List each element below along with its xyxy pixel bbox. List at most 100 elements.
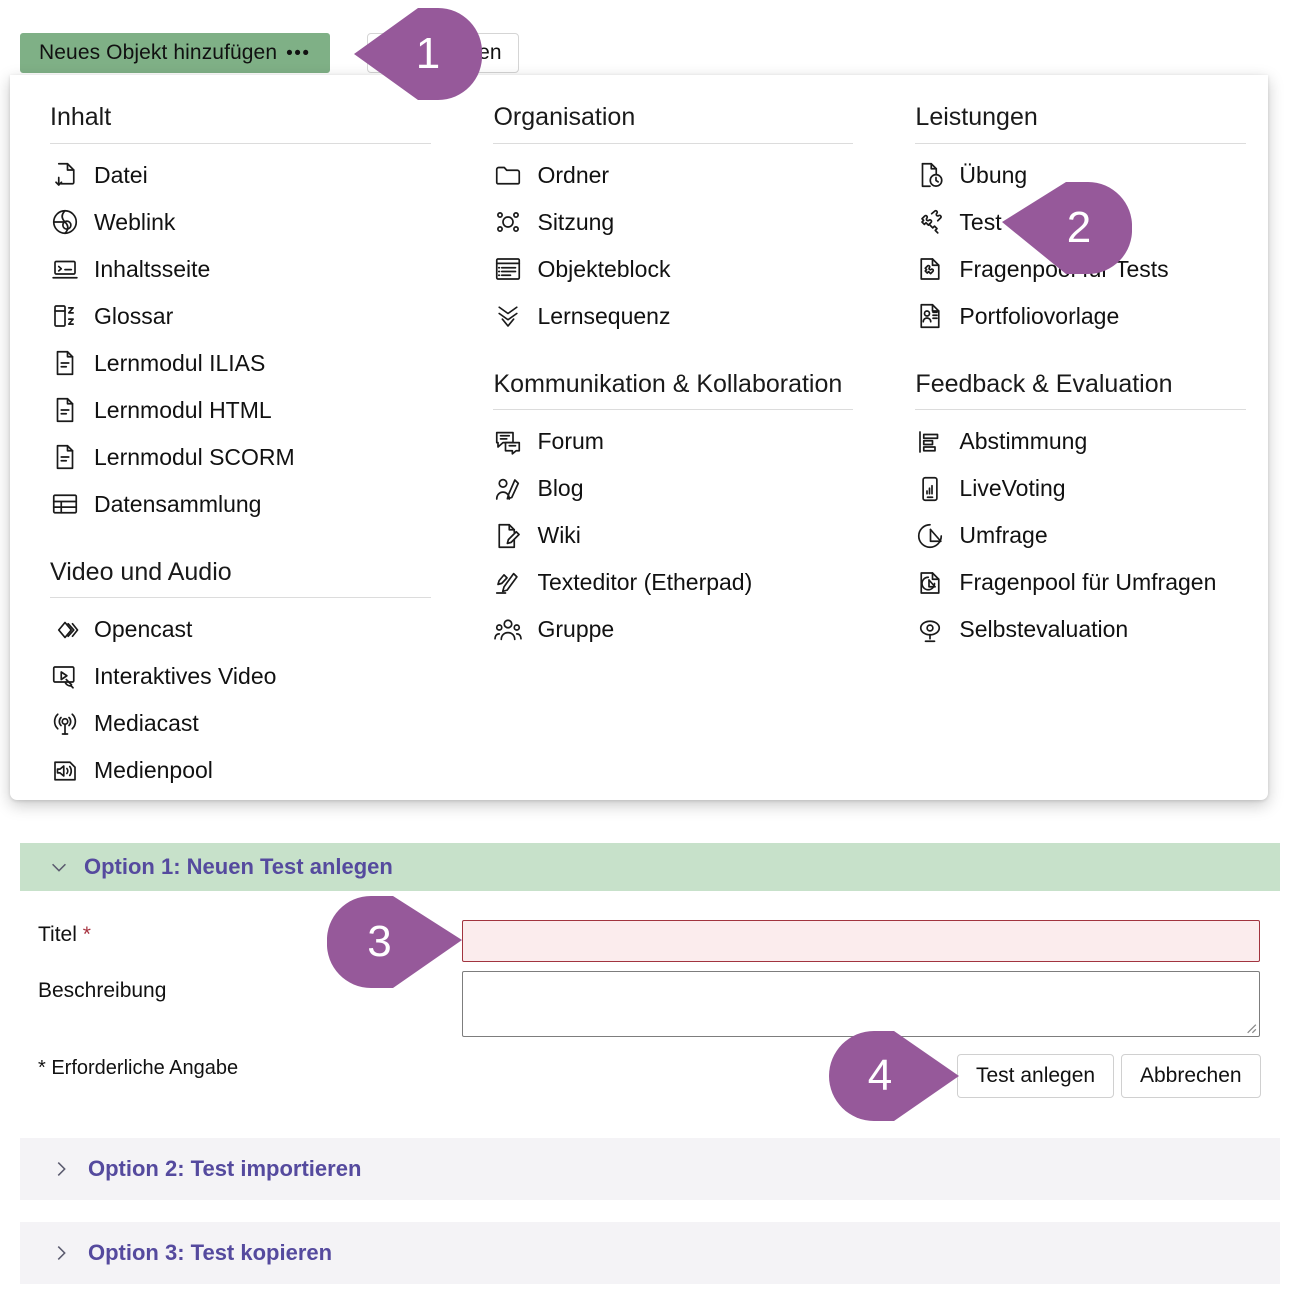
group-title: Organisation	[493, 103, 636, 131]
blog-person-pen-icon	[493, 474, 523, 504]
dropdown-item-label: Sitzung	[537, 208, 615, 235]
dropdown-item-sitzung[interactable]: Sitzung	[475, 199, 853, 246]
dropdown-item-label: LiveVoting	[959, 475, 1066, 501]
dropdown-item-label: Lernsequenz	[537, 302, 671, 329]
dropdown-item-label: Lernmodul SCORM	[94, 443, 295, 470]
dropdown-item-label: Datensammlung	[94, 490, 262, 517]
required-asterisk: *	[82, 923, 91, 946]
dropdown-item-weblink[interactable]: Weblink	[32, 199, 431, 246]
title-field-label: Titel *	[38, 923, 91, 946]
required-field-hint: * Erforderliche Angabe	[38, 1057, 239, 1079]
dropdown-item-label: Opencast	[94, 616, 193, 642]
broadcast-antenna-icon	[50, 709, 80, 739]
dropdown-item-texteditor-etherpad[interactable]: Texteditor (Etherpad)	[475, 559, 853, 606]
livevoting-phone-icon	[915, 474, 945, 504]
dropdown-item-label: Ordner	[537, 161, 610, 188]
group-title: Inhalt	[50, 103, 112, 131]
dropdown-item-label: Interaktives Video	[94, 663, 277, 689]
dropdown-item-inhaltsseite[interactable]: Inhaltsseite	[32, 246, 431, 293]
option2-accordion-header[interactable]: Option 2: Test importieren	[20, 1138, 1280, 1200]
group-divider	[493, 409, 854, 410]
dropdown-item-wiki[interactable]: Wiki	[475, 512, 853, 559]
dropdown-item-label: Lernmodul ILIAS	[94, 349, 266, 376]
speaker-sound-icon	[50, 756, 80, 786]
learning-sequence-chevron-icon	[493, 301, 523, 331]
dropdown-item-gruppe[interactable]: Gruppe	[475, 606, 853, 653]
folder-icon	[493, 160, 523, 190]
option2-title: Option 2: Test importieren	[88, 1156, 362, 1181]
dropdown-item-bung[interactable]: Übung	[897, 152, 1246, 199]
dropdown-item-blog[interactable]: Blog	[475, 465, 853, 512]
dropdown-item-livevoting[interactable]: LiveVoting	[897, 465, 1246, 512]
chevron-down-icon	[52, 863, 66, 872]
manage-button[interactable]: alten	[367, 33, 519, 73]
group-divider	[915, 409, 1246, 410]
dropdown-item-fragenpool-f-r-tests[interactable]: Fragenpool für Tests	[897, 246, 1246, 293]
option1-accordion-header[interactable]: Option 1: Neuen Test anlegen	[20, 843, 1280, 891]
dropdown-item-label: Medienpool	[94, 757, 213, 783]
question-pool-test-icon	[915, 254, 945, 284]
group-divider	[50, 142, 432, 144]
group-title: Feedback & Evaluation	[915, 369, 1173, 398]
dropdown-item-test[interactable]: Test	[897, 199, 1246, 246]
option3-accordion-header[interactable]: Option 3: Test kopieren	[20, 1222, 1280, 1284]
dropdown-item-opencast[interactable]: Opencast	[32, 606, 431, 653]
dropdown-item-lernmodul-html[interactable]: Lernmodul HTML	[32, 387, 431, 434]
chevron-right-icon	[57, 1162, 66, 1176]
exercise-clock-icon	[915, 160, 945, 190]
glossary-az-icon	[50, 301, 80, 331]
dropdown-item-lernmodul-ilias[interactable]: Lernmodul ILIAS	[32, 340, 431, 387]
cancel-button[interactable]: Abbrechen	[1121, 1054, 1261, 1098]
dropdown-item-selbstevaluation[interactable]: Selbstevaluation	[897, 606, 1246, 653]
dropdown-item-interaktives-video[interactable]: Interaktives Video	[32, 653, 431, 700]
dropdown-item-mediacast[interactable]: Mediacast	[32, 700, 431, 747]
dropdown-item-datei[interactable]: Datei	[32, 152, 431, 199]
add-new-object-button[interactable]: Neues Objekt hinzufügen •••	[20, 33, 330, 73]
dropdown-item-label: Objekteblock	[537, 255, 671, 282]
dropdown-item-label: Texteditor (Etherpad)	[537, 569, 753, 595]
question-pool-survey-icon	[915, 568, 945, 598]
dropdown-item-fragenpool-f-r-umfragen[interactable]: Fragenpool für Umfragen	[897, 559, 1246, 606]
dropdown-item-abstimmung[interactable]: Abstimmung	[897, 418, 1246, 465]
callout-teardrop-right-icon	[327, 896, 462, 988]
dropdown-item-lernsequenz[interactable]: Lernsequenz	[475, 293, 853, 340]
group-divider	[915, 142, 1246, 144]
option3-title: Option 3: Test kopieren	[88, 1240, 333, 1265]
dropdown-item-label: Übung	[959, 161, 1028, 188]
create-test-button[interactable]: Test anlegen	[957, 1054, 1115, 1098]
globe-link-icon	[50, 207, 80, 237]
dropdown-item-medienpool[interactable]: Medienpool	[32, 747, 431, 794]
description-textarea[interactable]	[462, 971, 1260, 1037]
callout-marker-4: 4	[829, 1031, 959, 1121]
dropdown-item-ordner[interactable]: Ordner	[475, 152, 853, 199]
dropdown-item-label: Abstimmung	[959, 428, 1088, 454]
test-puzzle-icon	[915, 207, 945, 237]
dropdown-item-forum[interactable]: Forum	[475, 418, 853, 465]
dropdown-item-umfrage[interactable]: Umfrage	[897, 512, 1246, 559]
group-title: Kommunikation & Kollaboration	[493, 369, 843, 398]
manage-button-label: alten	[456, 41, 502, 64]
dropdown-item-label: Gruppe	[537, 616, 615, 642]
dropdown-item-label: Selbstevaluation	[959, 616, 1129, 642]
dropdown-item-label: Umfrage	[959, 522, 1048, 548]
dropdown-item-label: Mediacast	[94, 710, 199, 736]
option1-title: Option 1: Neuen Test anlegen	[84, 854, 393, 879]
dropdown-item-lernmodul-scorm[interactable]: Lernmodul SCORM	[32, 434, 431, 481]
table-grid-icon	[50, 489, 80, 519]
callout-marker-3: 3	[327, 896, 462, 988]
self-evaluation-eye-icon	[915, 615, 945, 645]
dropdown-item-datensammlung[interactable]: Datensammlung	[32, 481, 431, 528]
dropdown-item-portfoliovorlage[interactable]: Portfoliovorlage	[897, 293, 1246, 340]
learning-module-icon	[50, 348, 80, 378]
dropdown-item-glossar[interactable]: Glossar	[32, 293, 431, 340]
title-input[interactable]	[462, 920, 1260, 962]
dropdown-item-objekteblock[interactable]: Objekteblock	[475, 246, 853, 293]
dropdown-item-label: Portfoliovorlage	[959, 302, 1120, 329]
description-field-label: Beschreibung	[38, 979, 167, 1002]
callout-teardrop-right-icon	[829, 1031, 959, 1121]
